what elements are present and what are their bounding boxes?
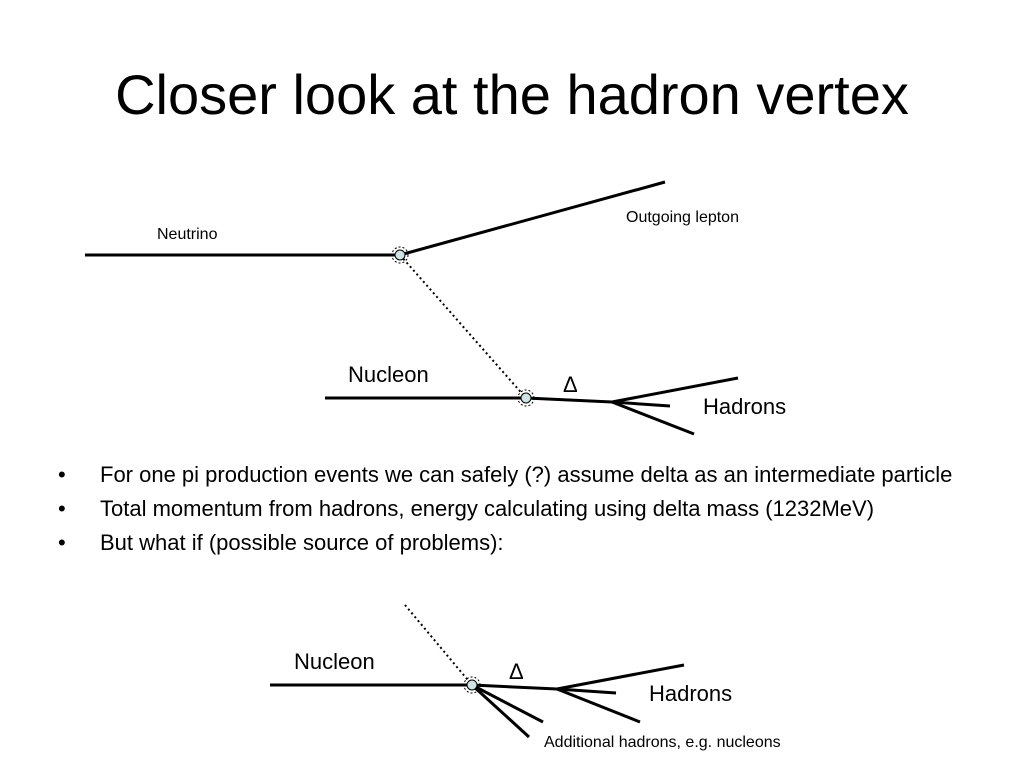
hadrons-label-bottom: Hadrons bbox=[649, 681, 732, 706]
bullet-item: • But what if (possible source of proble… bbox=[58, 529, 958, 557]
bullet-text: But what if (possible source of problems… bbox=[100, 530, 504, 555]
delta-label-bottom: Δ bbox=[509, 659, 524, 684]
bullet-dot: • bbox=[58, 530, 66, 555]
hadron-line-1 bbox=[611, 376, 739, 404]
hadron-line-bottom-3 bbox=[556, 687, 641, 724]
hadron-vertex-icon bbox=[517, 389, 535, 407]
outgoing-lepton-line bbox=[399, 180, 666, 257]
hadron-line-bottom-1 bbox=[556, 663, 685, 691]
hadron-line-bottom-2 bbox=[556, 687, 617, 695]
hadron-line-2 bbox=[611, 400, 671, 408]
additional-hadrons-label: Additional hadrons, e.g. nucleons bbox=[544, 734, 781, 751]
bullet-dot: • bbox=[58, 462, 66, 487]
bullet-text: Total momentum from hadrons, energy calc… bbox=[100, 496, 875, 521]
bullet-list: • For one pi production events we can sa… bbox=[58, 461, 958, 563]
interaction-vertex-icon bbox=[391, 246, 409, 264]
outgoing-lepton-label: Outgoing lepton bbox=[626, 209, 739, 226]
bullet-dot: • bbox=[58, 496, 66, 521]
delta-label: Δ bbox=[563, 372, 578, 397]
bullet-item: • Total momentum from hadrons, energy ca… bbox=[58, 495, 958, 523]
exchange-dotted-line bbox=[399, 254, 527, 399]
hadron-line-3 bbox=[611, 400, 695, 436]
hadrons-label: Hadrons bbox=[703, 394, 786, 419]
exchange-dotted-line-bottom bbox=[404, 604, 473, 686]
bullet-text: For one pi production events we can safe… bbox=[100, 462, 953, 487]
neutrino-label: Neutrino bbox=[157, 226, 218, 243]
bullet-item: • For one pi production events we can sa… bbox=[58, 461, 958, 489]
nucleon-label: Nucleon bbox=[348, 362, 429, 387]
nucleon-label-bottom: Nucleon bbox=[294, 649, 375, 674]
hadron-vertex-bottom-icon bbox=[463, 676, 481, 694]
additional-hadron-line-2 bbox=[470, 683, 531, 739]
additional-hadron-line-1 bbox=[471, 683, 544, 724]
delta-line-bottom bbox=[471, 683, 558, 691]
slide-title: Closer look at the hadron vertex bbox=[115, 63, 909, 126]
delta-line bbox=[525, 396, 613, 404]
